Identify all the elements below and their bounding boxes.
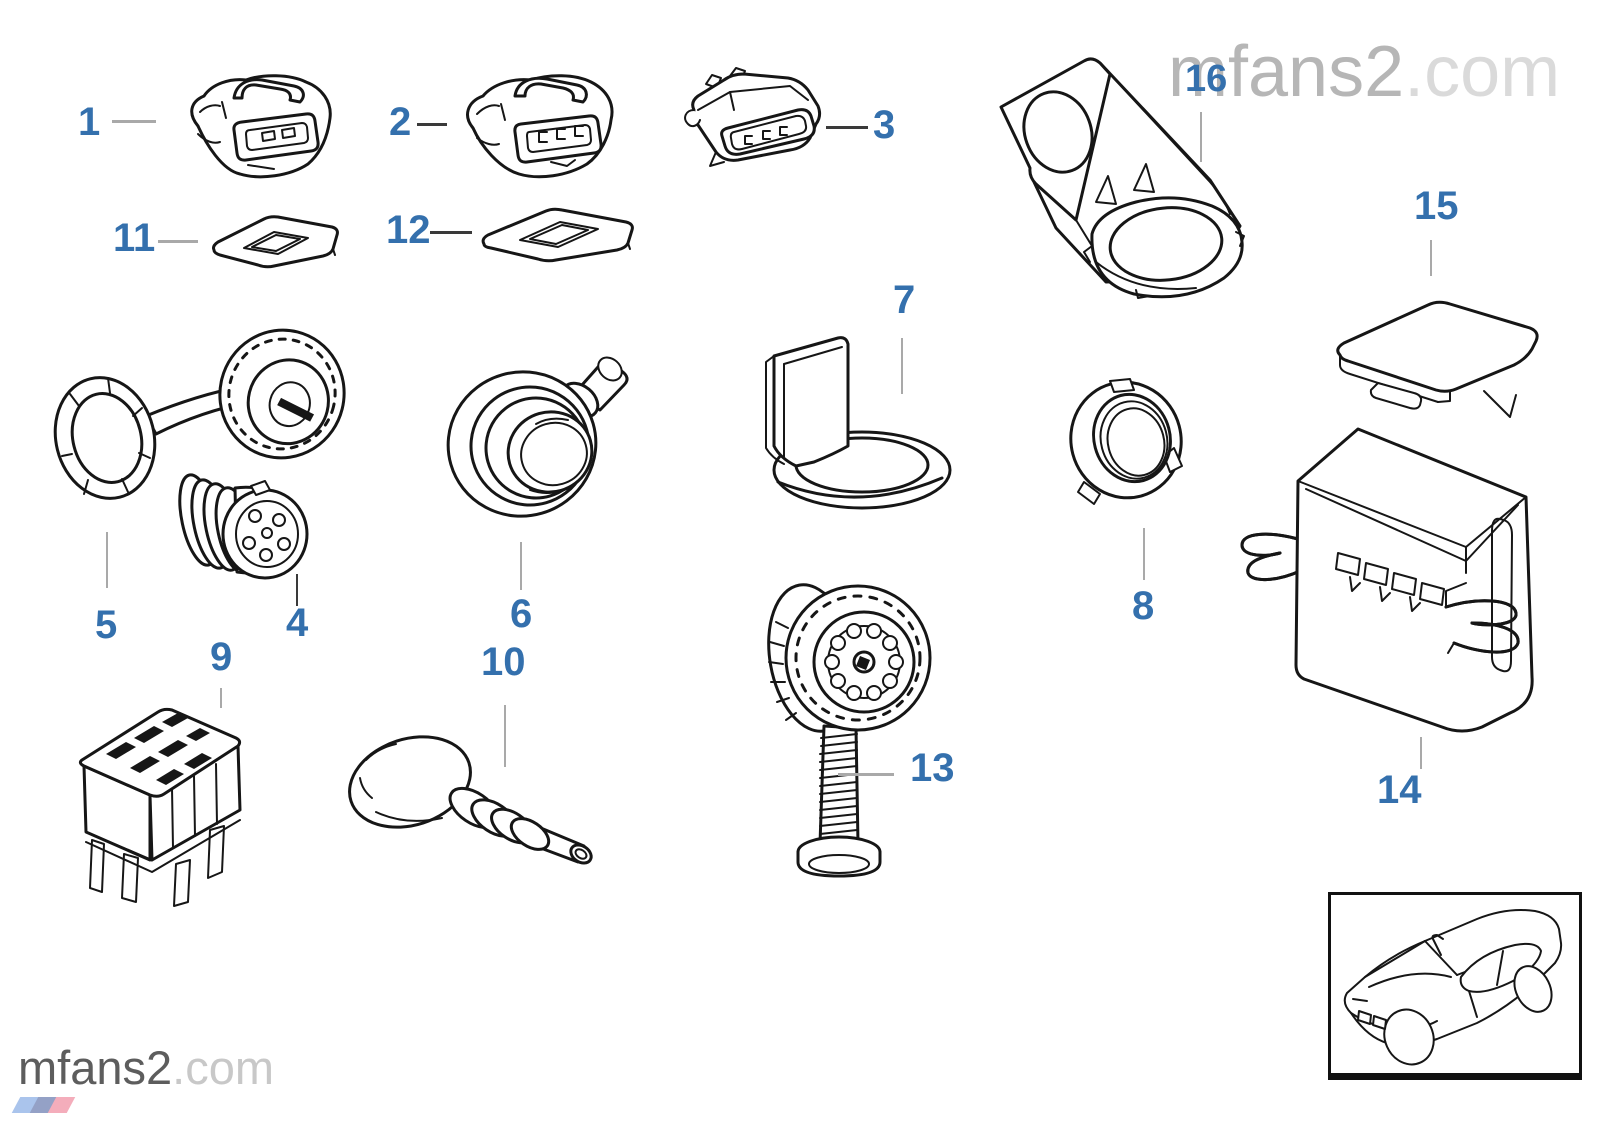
- part-label-8: 8: [1132, 584, 1155, 628]
- watermark-top-right: mfans2.com: [1168, 36, 1560, 108]
- leader-line-7: [901, 338, 903, 394]
- part-10-rubber-boot: [348, 735, 593, 865]
- part-label-9: 9: [210, 635, 233, 679]
- part-label-14: 14: [1377, 768, 1422, 812]
- leader-line-4: [296, 574, 298, 606]
- part-label-3: 3: [873, 103, 896, 147]
- part-13-bolt-connector: [767, 583, 932, 878]
- part-label-5: 5: [95, 603, 118, 647]
- part-2-connector-housing: [466, 74, 614, 179]
- leader-line-11: [158, 240, 198, 243]
- part-12-gasket: [481, 207, 634, 263]
- part-6-grommet: [446, 356, 629, 518]
- leader-line-14: [1420, 737, 1422, 769]
- leader-line-2: [417, 123, 447, 126]
- leader-line-6: [520, 542, 522, 590]
- part-label-11: 11: [113, 216, 156, 260]
- part-label-6: 6: [510, 592, 533, 636]
- watermark-bottom-left: mfans2.com: [18, 1044, 274, 1091]
- part-8-ring-nut: [1069, 378, 1183, 505]
- part-label-10: 10: [481, 640, 526, 684]
- part-3-plug-connector: [684, 67, 822, 167]
- part-4-round-connector: [178, 473, 309, 580]
- part-label-13: 13: [910, 746, 955, 790]
- watermark-suffix: .com: [1404, 32, 1561, 112]
- part-label-16: 16: [1185, 58, 1228, 100]
- leader-line-3: [826, 126, 868, 129]
- part-5-seal-ring-cap: [53, 328, 346, 500]
- part-9-relay-socket: [78, 707, 242, 907]
- car-icon: [1343, 909, 1563, 1066]
- part-label-7: 7: [893, 278, 916, 322]
- leader-line-10: [504, 705, 506, 767]
- part-11-gasket: [212, 215, 339, 269]
- part-label-15: 15: [1414, 184, 1459, 228]
- part-label-4: 4: [286, 601, 309, 645]
- part-7-holder: [765, 336, 952, 510]
- watermark-suffix: .com: [172, 1041, 274, 1094]
- brand-stripes-logo: [11, 1097, 76, 1113]
- part-15-cover: [1336, 300, 1539, 418]
- leader-line-1: [112, 120, 156, 123]
- car-thumbnail-box: [1328, 892, 1582, 1080]
- leader-line-5: [106, 532, 108, 588]
- watermark-brand: mfans2: [1168, 32, 1405, 112]
- leader-line-16: [1200, 112, 1202, 162]
- leader-line-8: [1143, 528, 1145, 580]
- watermark-brand: mfans2: [18, 1041, 173, 1094]
- leader-line-13: [838, 773, 894, 776]
- part-label-12: 12: [386, 208, 431, 252]
- leader-line-9: [220, 688, 222, 708]
- part-16-bracket: [999, 57, 1245, 299]
- leader-line-12: [430, 231, 472, 234]
- part-label-2: 2: [389, 100, 412, 144]
- leader-line-15: [1430, 240, 1432, 276]
- part-14-housing-box: [1240, 427, 1534, 733]
- part-label-1: 1: [78, 100, 101, 144]
- part-1-connector-housing: [190, 74, 332, 179]
